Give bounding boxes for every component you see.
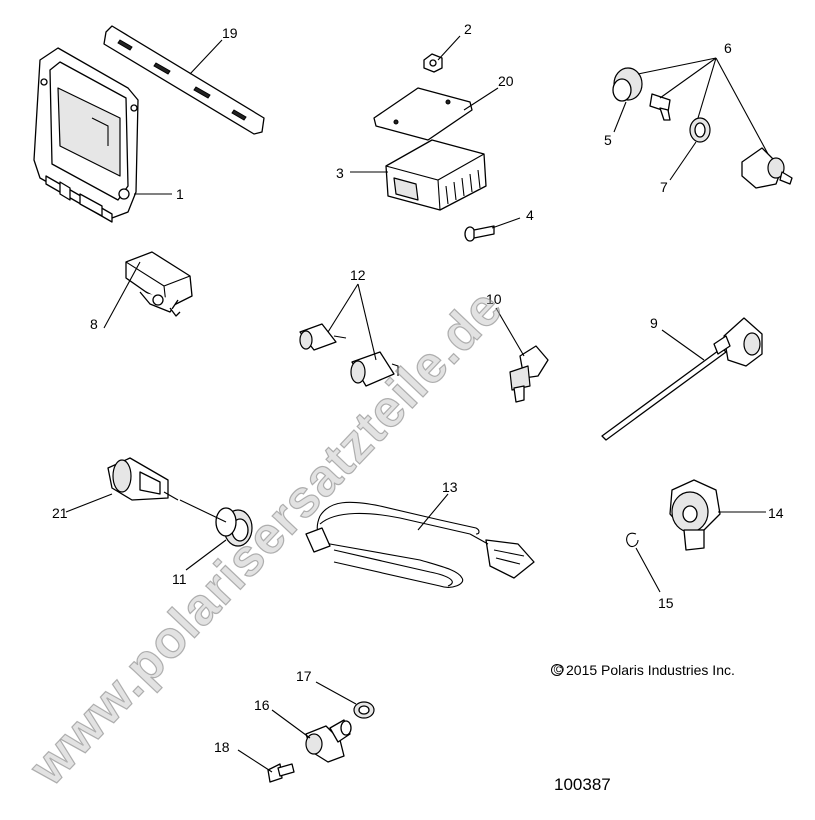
- leader-lines: [65, 35, 769, 773]
- clip-ring-part: [626, 532, 639, 548]
- callout-2: 2: [464, 21, 472, 37]
- copyright-circle: [551, 664, 563, 676]
- copyright-symbol: ©: [554, 661, 565, 677]
- watermark: www.polarisersatzteile.de: [18, 278, 514, 797]
- callout-20: 20: [498, 73, 514, 89]
- callout-12: 12: [350, 267, 366, 283]
- harness-part: [305, 501, 535, 588]
- callout-1: 1: [176, 186, 184, 202]
- elbow-sensor-part: [305, 719, 352, 763]
- callout-15: 15: [658, 595, 674, 611]
- callout-4: 4: [526, 207, 534, 223]
- callout-numbers: 1 19 2 20 3 4 6 5 7 8 12 10 9 21 13 14 1…: [52, 21, 784, 755]
- relay-box-part: [385, 139, 487, 211]
- callout-6: 6: [724, 40, 732, 56]
- map-sensor-part: [125, 251, 193, 317]
- sensor-part: [741, 147, 793, 189]
- callout-21: 21: [52, 505, 68, 521]
- rod-sensor-part: [601, 317, 763, 441]
- callout-9: 9: [650, 315, 658, 331]
- ecu-bracket-part: [103, 25, 265, 135]
- callout-7: 7: [660, 179, 668, 195]
- temperature-sensor-part: [509, 345, 549, 403]
- copyright-text: 2015 Polaris Industries Inc.: [566, 662, 735, 678]
- o-ring-part: [353, 701, 375, 719]
- callout-19: 19: [222, 25, 238, 41]
- nut-part: [423, 53, 443, 73]
- callout-17: 17: [296, 668, 312, 684]
- callout-16: 16: [254, 697, 270, 713]
- callout-11: 11: [172, 571, 187, 587]
- callout-18: 18: [214, 739, 230, 755]
- ring-part: [689, 117, 711, 143]
- callout-3: 3: [336, 165, 344, 181]
- cover-gasket-part: [373, 87, 473, 141]
- ecu-part: [33, 47, 139, 223]
- callout-8: 8: [90, 316, 98, 332]
- screw-part: [464, 225, 495, 242]
- connector-21-part: [107, 457, 179, 501]
- knock-sensor-part: [669, 479, 721, 551]
- cap-part: [612, 67, 643, 102]
- clip-part: [649, 93, 671, 121]
- callout-10: 10: [486, 291, 502, 307]
- document-number: 100387: [554, 775, 611, 794]
- sensor-pair-part: [299, 323, 399, 387]
- bolt-part: [267, 763, 295, 783]
- callout-13: 13: [442, 479, 458, 495]
- callout-14: 14: [768, 505, 784, 521]
- callout-5: 5: [604, 132, 612, 148]
